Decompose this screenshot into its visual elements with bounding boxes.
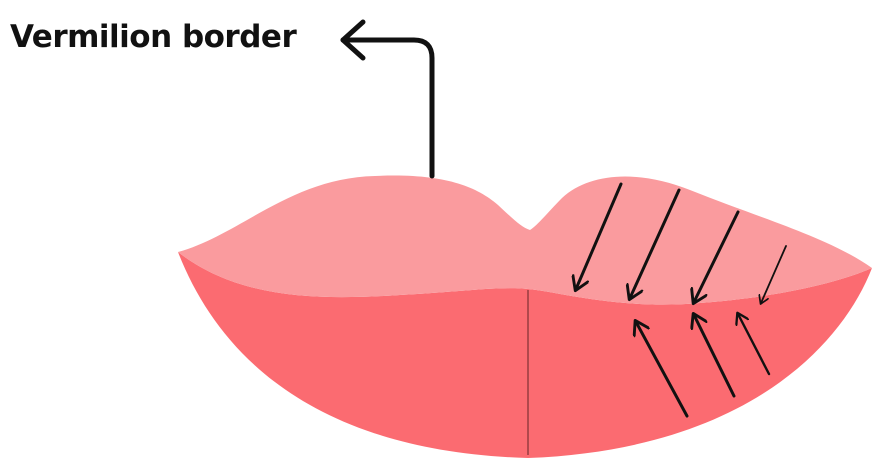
vermilion-pointer-arrow: [343, 40, 432, 176]
